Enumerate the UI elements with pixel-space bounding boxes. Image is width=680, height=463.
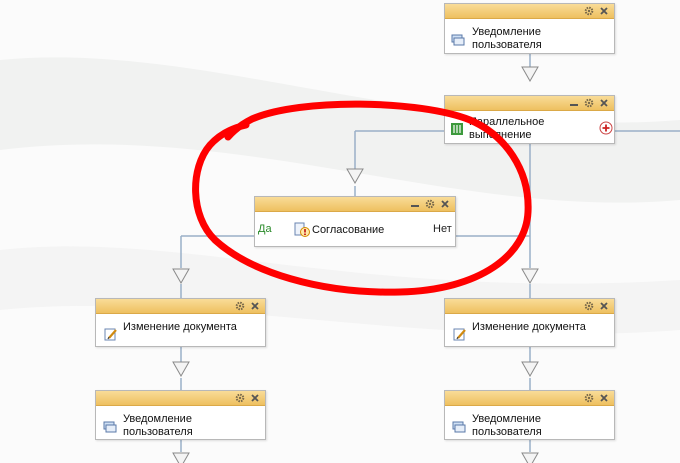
minimize-icon[interactable] bbox=[407, 197, 422, 211]
gear-icon[interactable] bbox=[232, 299, 247, 313]
block-header[interactable] bbox=[445, 391, 614, 406]
minimize-icon[interactable] bbox=[566, 96, 581, 110]
flow-arrow bbox=[521, 268, 539, 284]
close-icon[interactable] bbox=[596, 96, 611, 110]
close-icon[interactable] bbox=[596, 4, 611, 18]
close-icon[interactable] bbox=[437, 197, 452, 211]
flow-arrow bbox=[521, 452, 539, 463]
flow-arrow bbox=[172, 361, 190, 377]
block-notify-user-left[interactable]: Уведомление пользователя bbox=[95, 390, 266, 440]
block-change-document-right[interactable]: Изменение документа bbox=[444, 298, 615, 347]
flow-arrow bbox=[521, 66, 539, 82]
close-icon[interactable] bbox=[596, 391, 611, 405]
close-icon[interactable] bbox=[247, 391, 262, 405]
monitor-icon bbox=[452, 420, 466, 434]
gear-icon[interactable] bbox=[581, 391, 596, 405]
block-header[interactable] bbox=[445, 96, 614, 111]
close-icon[interactable] bbox=[247, 299, 262, 313]
edit-document-icon bbox=[453, 327, 467, 341]
block-label: Уведомление пользователя bbox=[123, 413, 193, 438]
block-header[interactable] bbox=[445, 299, 614, 314]
gear-icon[interactable] bbox=[581, 299, 596, 313]
block-notify-user-top[interactable]: Уведомление пользователя bbox=[444, 3, 615, 54]
flow-arrow bbox=[521, 361, 539, 377]
add-branch-icon[interactable] bbox=[599, 121, 613, 135]
block-parallel-execution[interactable]: Параллельное выполнение bbox=[444, 95, 615, 144]
flow-arrow bbox=[172, 452, 190, 463]
block-header[interactable] bbox=[445, 4, 614, 19]
block-label: Уведомление пользователя bbox=[472, 413, 542, 438]
block-label: Изменение документа bbox=[472, 321, 586, 333]
block-header[interactable] bbox=[255, 197, 455, 212]
branch-yes-label[interactable]: Да bbox=[258, 223, 272, 235]
close-icon[interactable] bbox=[596, 299, 611, 313]
approval-icon bbox=[294, 222, 310, 238]
flow-arrow bbox=[172, 268, 190, 284]
monitor-icon bbox=[451, 33, 465, 47]
block-label: Уведомление пользователя bbox=[472, 26, 542, 51]
gear-icon[interactable] bbox=[422, 197, 437, 211]
monitor-icon bbox=[103, 420, 117, 434]
gear-icon[interactable] bbox=[581, 96, 596, 110]
block-label: Параллельное выполнение bbox=[469, 116, 545, 141]
block-notify-user-right[interactable]: Уведомление пользователя bbox=[444, 390, 615, 440]
block-header[interactable] bbox=[96, 299, 265, 314]
flow-arrow bbox=[346, 168, 364, 184]
edit-document-icon bbox=[104, 327, 118, 341]
branch-no-label[interactable]: Нет bbox=[433, 223, 452, 235]
parallel-icon bbox=[450, 122, 464, 136]
block-approval[interactable]: Да Согласование Нет bbox=[254, 196, 456, 247]
block-label: Изменение документа bbox=[123, 321, 237, 333]
block-header[interactable] bbox=[96, 391, 265, 406]
block-change-document-left[interactable]: Изменение документа bbox=[95, 298, 266, 347]
block-label: Согласование bbox=[312, 224, 385, 236]
gear-icon[interactable] bbox=[581, 4, 596, 18]
gear-icon[interactable] bbox=[232, 391, 247, 405]
